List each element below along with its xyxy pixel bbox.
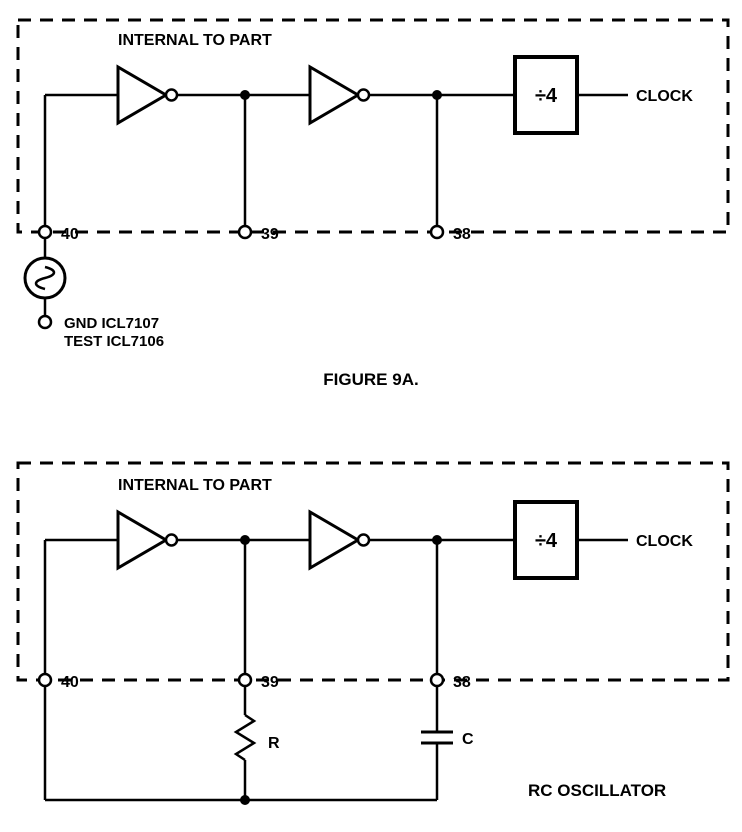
pin-40-terminal — [37, 672, 53, 688]
sine-wave-icon — [34, 265, 56, 291]
pin-38-terminal — [429, 672, 445, 688]
external-clock-source — [23, 238, 67, 330]
figure-9a-external-clock: ÷4 40 39 38 INTERNAL TO PART CLOCK GND I… — [16, 18, 730, 389]
divide-by-4-block: ÷4 — [513, 500, 579, 580]
inverter-2-triangle — [308, 509, 361, 571]
pin-38-terminal — [429, 224, 445, 240]
inverter-2 — [308, 509, 371, 571]
figure-caption: RC OSCILLATOR — [528, 781, 666, 800]
inverter-1 — [116, 509, 179, 571]
inverter-1-triangle — [116, 64, 169, 126]
inverter-2 — [308, 64, 371, 126]
divide-by-4-block: ÷4 — [513, 55, 579, 135]
pin-40-label: 40 — [61, 674, 79, 691]
source-label-line2: TEST ICL7106 — [64, 333, 164, 350]
inverter-1-bubble — [164, 88, 179, 102]
pin-39-terminal — [237, 224, 253, 240]
figure-rc-oscillator: ÷4 40 39 38 R C — [16, 461, 730, 805]
internal-boundary-box — [16, 461, 730, 682]
pin-39-label: 39 — [261, 674, 279, 691]
inverter-1 — [116, 64, 179, 126]
resistor-symbol — [233, 713, 257, 762]
capacitor-label: C — [462, 731, 474, 748]
clock-label: CLOCK — [636, 88, 693, 105]
divide-by-4-box — [513, 55, 579, 135]
pin-39-label: 39 — [261, 226, 279, 243]
pin-38-label: 38 — [453, 226, 471, 243]
inverter-2-bubble — [356, 88, 371, 102]
source-terminal — [37, 314, 53, 330]
inverter-2-bubble — [356, 533, 371, 547]
clock-label: CLOCK — [636, 533, 693, 550]
pin-40-terminal — [37, 224, 53, 240]
figure-caption: FIGURE 9A. — [323, 370, 418, 389]
internal-to-part-label: INTERNAL TO PART — [118, 477, 272, 494]
inverter-1-bubble — [164, 533, 179, 547]
inverter-2-triangle — [308, 64, 361, 126]
inverter-1-triangle — [116, 509, 169, 571]
rc-network: R C — [43, 686, 474, 805]
divide-by-4-box — [513, 500, 579, 580]
divide-by-4-label: ÷4 — [535, 530, 558, 552]
source-label-line1: GND ICL7107 — [64, 315, 159, 332]
internal-boundary-box — [16, 18, 730, 234]
resistor-label: R — [268, 735, 280, 752]
pin-39-terminal — [237, 672, 253, 688]
pin-40-label: 40 — [61, 226, 79, 243]
rail-junction — [240, 795, 250, 805]
pin-38-label: 38 — [453, 674, 471, 691]
internal-to-part-label: INTERNAL TO PART — [118, 32, 272, 49]
divide-by-4-label: ÷4 — [535, 85, 558, 107]
